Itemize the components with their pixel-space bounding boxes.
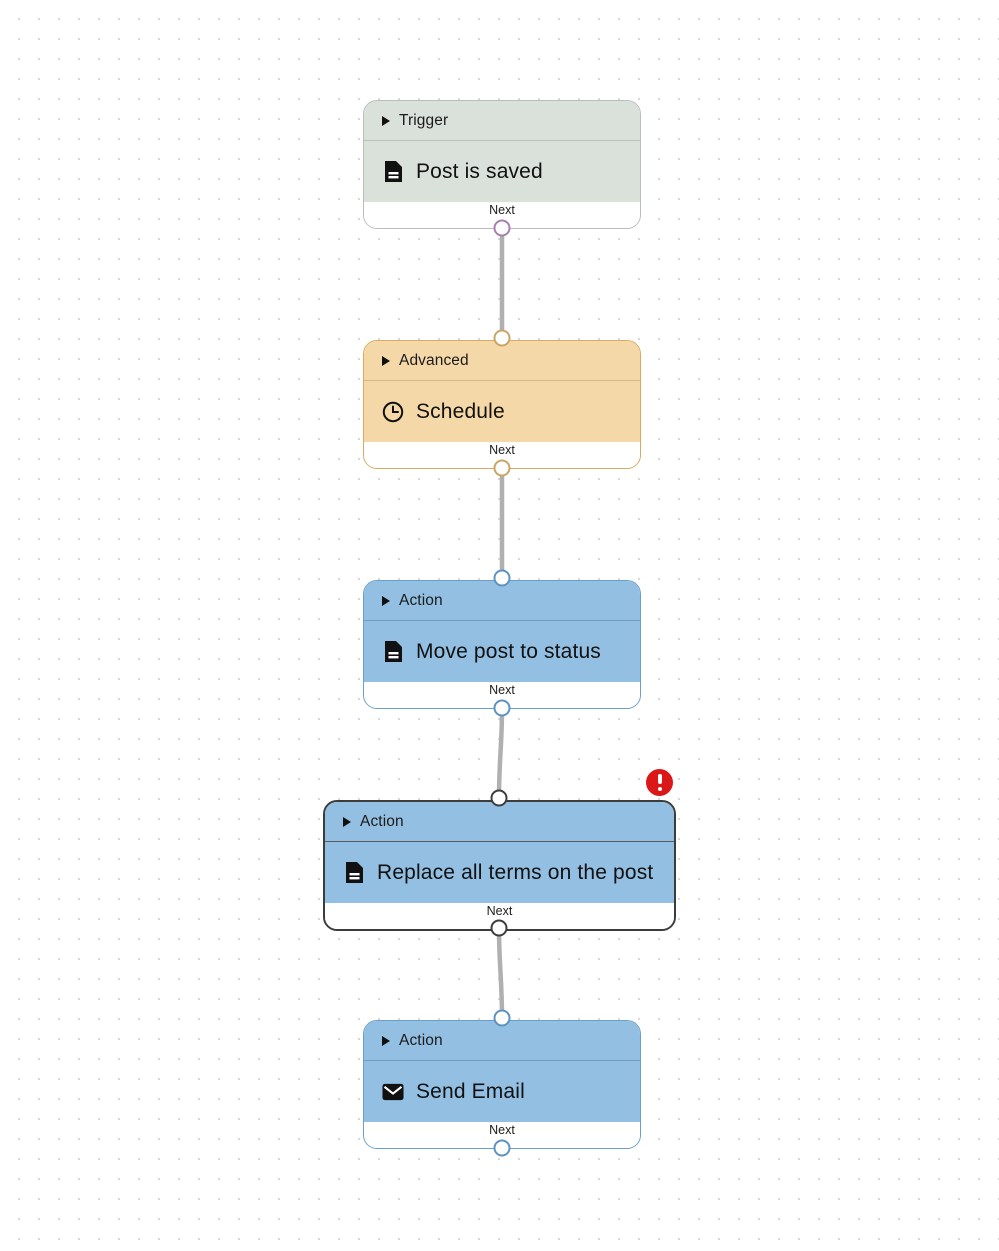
connector-handle-trigger-out[interactable]	[493, 219, 511, 237]
node-body[interactable]: Send Email	[364, 1060, 640, 1122]
node-next-label: Next	[489, 203, 515, 217]
workflow-node-action-replace-all-terms-on-the-post[interactable]: Action Replace all terms on the post Nex…	[323, 800, 676, 931]
connector-handle-move-out[interactable]	[493, 699, 511, 717]
node-category-label: Trigger	[399, 111, 449, 129]
connector-handle-sendemail-out[interactable]	[493, 1139, 511, 1157]
document-icon	[382, 160, 404, 184]
node-body[interactable]: Schedule	[364, 380, 640, 442]
node-category-label: Action	[360, 812, 404, 830]
clock-icon	[382, 400, 404, 424]
node-category-label: Action	[399, 591, 443, 609]
connector-handle-move-in[interactable]	[493, 569, 511, 587]
workflow-node-advanced-schedule[interactable]: Advanced Schedule Next	[363, 340, 641, 469]
node-body[interactable]: Post is saved	[364, 140, 640, 202]
node-category-label: Action	[399, 1031, 443, 1049]
error-badge[interactable]	[646, 769, 673, 796]
edge-move-to-replace	[496, 707, 505, 799]
edge-replace-to-sendemail	[496, 927, 505, 1019]
envelope-icon	[382, 1080, 404, 1104]
node-next-label: Next	[489, 683, 515, 697]
node-title: Move post to status	[416, 639, 601, 663]
node-title: Send Email	[416, 1079, 525, 1103]
connector-handle-replace-in[interactable]	[490, 789, 508, 807]
workflow-node-action-send-email[interactable]: Action Send Email Next	[363, 1020, 641, 1149]
connector-handle-sendemail-in[interactable]	[493, 1009, 511, 1027]
node-next-label: Next	[489, 443, 515, 457]
node-header[interactable]: Action	[364, 1021, 640, 1060]
node-body[interactable]: Replace all terms on the post	[325, 841, 674, 903]
connector-handle-advanced-in[interactable]	[493, 329, 511, 347]
document-icon	[343, 861, 365, 885]
connector-handle-replace-out[interactable]	[490, 919, 508, 937]
document-icon	[382, 640, 404, 664]
chevron-right-icon[interactable]	[382, 595, 390, 606]
node-header[interactable]: Trigger	[364, 101, 640, 140]
connector-handle-advanced-out[interactable]	[493, 459, 511, 477]
workflow-node-action-move-post-to-status[interactable]: Action Move post to status Next	[363, 580, 641, 709]
node-next-label: Next	[486, 904, 513, 918]
chevron-right-icon[interactable]	[382, 1035, 390, 1046]
node-header[interactable]: Action	[364, 581, 640, 620]
node-title: Post is saved	[416, 159, 543, 183]
exclamation-icon	[657, 774, 662, 791]
chevron-right-icon[interactable]	[382, 355, 390, 366]
chevron-right-icon[interactable]	[343, 816, 351, 827]
chevron-right-icon[interactable]	[382, 115, 390, 126]
node-title: Replace all terms on the post	[377, 860, 654, 884]
node-body[interactable]: Move post to status	[364, 620, 640, 682]
node-header[interactable]: Advanced	[364, 341, 640, 380]
node-header[interactable]: Action	[325, 802, 674, 841]
workflow-node-trigger-post-is-saved[interactable]: Trigger Post is saved Next	[363, 100, 641, 229]
node-category-label: Advanced	[399, 351, 469, 369]
node-title: Schedule	[416, 399, 505, 423]
node-next-label: Next	[489, 1123, 515, 1137]
